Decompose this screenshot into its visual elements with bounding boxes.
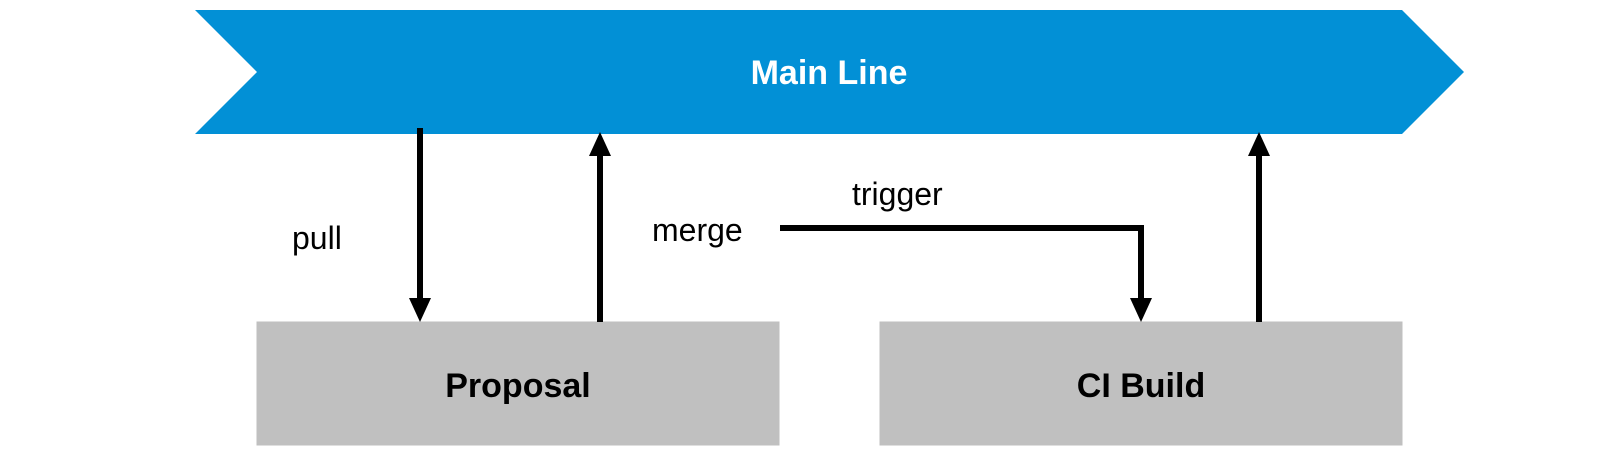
main-line-banner [195,10,1464,134]
merge-label: merge [652,212,743,248]
trigger-label: trigger [852,176,943,212]
proposal-box [256,321,780,446]
merge-arrow [589,132,611,322]
pull-label: pull [292,220,342,256]
proposal-node: Proposal [256,321,780,446]
merge-arrow-head [589,132,611,156]
trigger-arrow-shaft [780,225,1144,300]
pull-arrow-head [409,298,431,322]
main-line-label: Main Line [751,54,908,92]
ci-build-node: CI Build [879,321,1403,446]
trigger-arrow-head [1130,298,1152,322]
ci-to-main-arrow-head [1248,132,1270,156]
ci-to-main-arrow [1248,132,1270,322]
pull-arrow [409,128,431,322]
main-line-node: Main Line [195,10,1464,134]
ci-build-label: CI Build [1077,367,1205,405]
ci-build-box [879,321,1403,446]
proposal-label: Proposal [445,367,590,405]
trigger-arrow [780,225,1152,322]
